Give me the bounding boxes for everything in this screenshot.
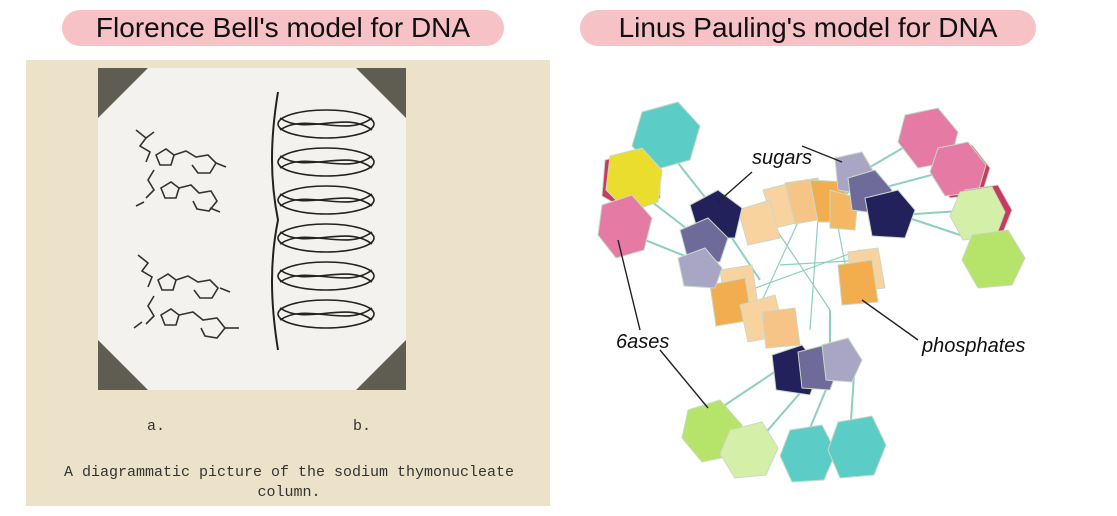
sugars-label: sugars: [752, 147, 812, 169]
diagram-label-a: a.: [147, 418, 166, 435]
bell-model-illustration: [98, 68, 406, 390]
caption-line-2: column.: [257, 484, 321, 501]
photo-corner-top-left: [98, 68, 148, 118]
bases-label: 6ases: [616, 331, 669, 353]
title-linus-pauling: Linus Pauling's model for DNA: [580, 10, 1036, 46]
photo-corner-top-right: [356, 68, 406, 118]
diagram-label-b: b.: [353, 418, 372, 435]
helix-column-diagram: [271, 91, 375, 351]
phosphates-label: phosphates: [921, 335, 1025, 357]
caption-line-1: A diagrammatic picture of the sodium thy…: [63, 464, 515, 481]
annotation-pointers: [617, 145, 919, 409]
molecular-structure-diagram: [133, 129, 239, 339]
pauling-model-diagram: sugars 6ases phosphates: [597, 101, 1026, 483]
bell-model-panel: a. b. A diagrammatic picture of the sodi…: [26, 60, 550, 506]
bell-photo: [98, 68, 406, 390]
base-hexagons: [597, 101, 1026, 483]
title-florence-bell: Florence Bell's model for DNA: [62, 10, 504, 46]
sugar-pentagons: [677, 151, 916, 396]
photo-corner-bottom-left: [98, 340, 148, 390]
photo-corner-bottom-right: [356, 340, 406, 390]
